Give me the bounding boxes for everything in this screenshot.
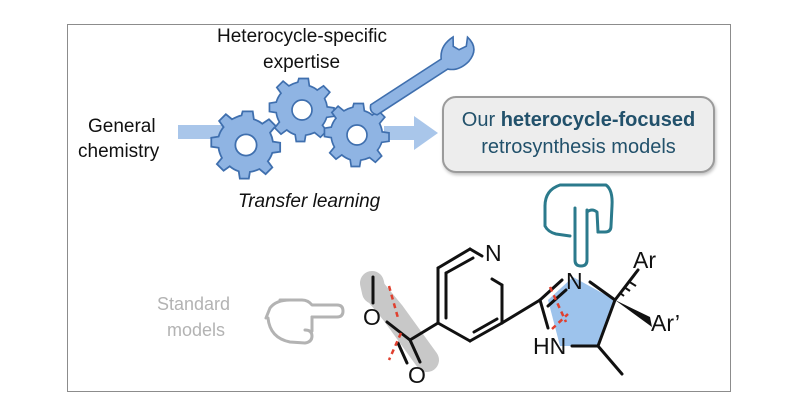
our-models-box: Our heterocycle-focused retrosynthesis m… xyxy=(442,96,715,173)
general-line2: chemistry xyxy=(78,141,160,162)
transfer-learning-label: Transfer learning xyxy=(238,191,381,212)
our-bold-term: heterocycle-focused xyxy=(500,109,696,131)
pointing-hand-right-icon xyxy=(264,298,345,345)
our-prefix: Our xyxy=(461,109,501,131)
wedge-bond xyxy=(615,300,652,327)
atom-o-carbonyl: O xyxy=(408,362,426,388)
gear-icon xyxy=(210,110,282,180)
atom-hn: HN xyxy=(533,333,567,359)
atom-o-ester: O xyxy=(363,304,381,330)
heading-line1: Heterocycle-specific xyxy=(217,26,387,47)
output-arrow-icon xyxy=(384,116,438,150)
atom-n-ring: N xyxy=(566,268,583,294)
our-models-line2: retrosynthesis models xyxy=(481,136,676,158)
molecule-bonds xyxy=(371,247,640,376)
input-arrow-icon xyxy=(178,125,226,139)
atom-n-pyridine: N xyxy=(485,240,502,266)
substituent-ar: Ar xyxy=(633,247,656,273)
figure-frame xyxy=(67,24,731,392)
standard-line1: Standard xyxy=(157,294,231,314)
wrench-icon xyxy=(369,35,475,116)
imidazoline-ring xyxy=(548,277,615,346)
pointing-hand-down-icon xyxy=(543,183,614,268)
our-models-line1: Our heterocycle-focused xyxy=(444,109,713,132)
substituent-ar-prime: Ar’ xyxy=(651,310,680,336)
disconnection-marks xyxy=(387,285,569,361)
general-line1: General xyxy=(88,116,156,137)
standard-line2: models xyxy=(167,320,226,340)
hashed-bond xyxy=(619,280,637,297)
heading-line2: expertise xyxy=(263,52,341,73)
